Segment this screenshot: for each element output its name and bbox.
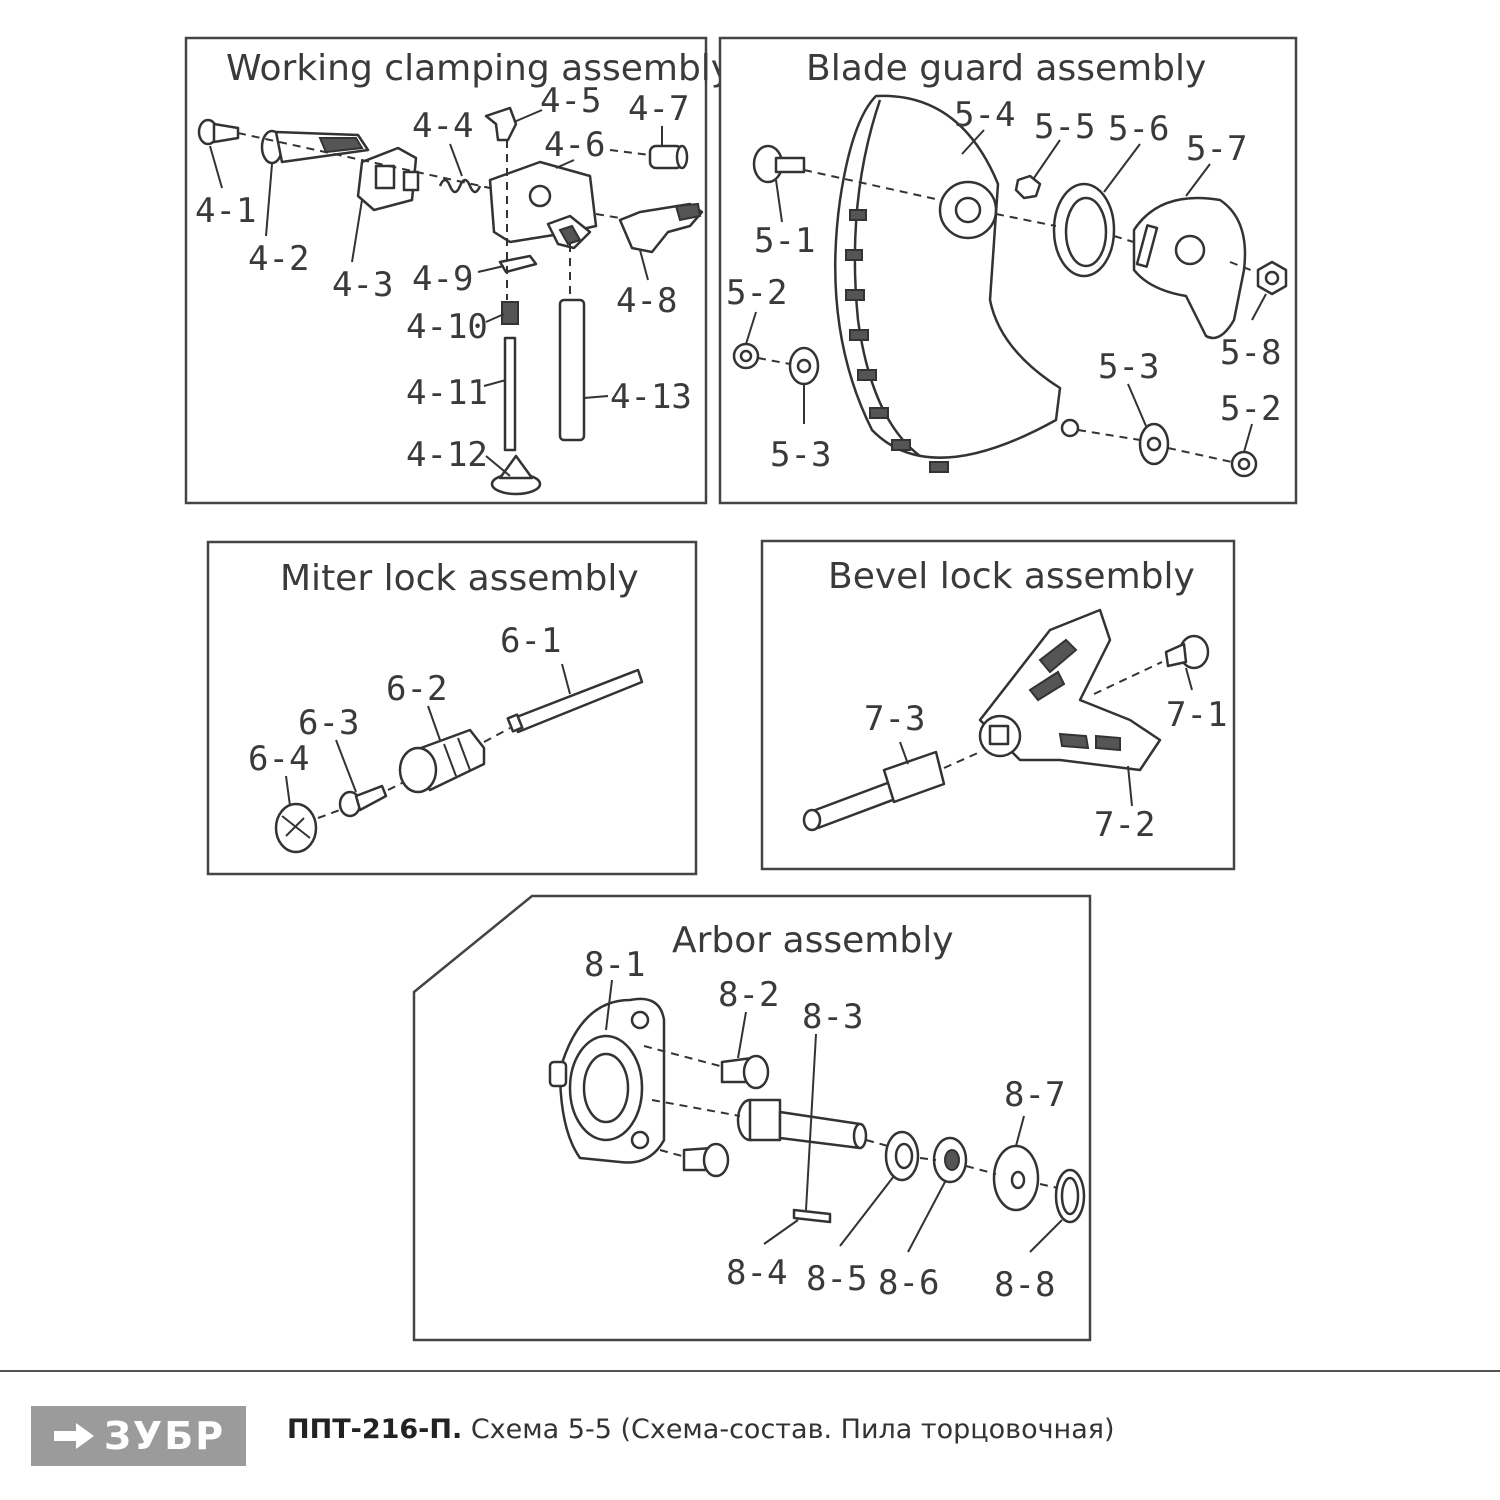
part-8-8-circlip bbox=[1054, 1168, 1086, 1224]
part-8-5-bearing bbox=[884, 1130, 920, 1182]
callout-4-7: 4-7 bbox=[628, 89, 689, 129]
part-6-4-cap bbox=[274, 802, 318, 854]
callout-8-8: 8-8 bbox=[994, 1265, 1055, 1305]
part-8-4-key bbox=[792, 1208, 832, 1224]
callout-6-1: 6-1 bbox=[500, 621, 561, 661]
callout-5-6: 5-6 bbox=[1108, 109, 1169, 149]
callout-5-2: 5-2 bbox=[726, 273, 787, 313]
callout-4-3: 4-3 bbox=[332, 265, 393, 305]
miter-lock-assembly-panel: Miter lock assembly 6-1 6-2 6-3 6-4 bbox=[206, 540, 698, 876]
callout-4-12: 4-12 bbox=[406, 435, 488, 475]
part-4-7-sleeve bbox=[648, 144, 689, 170]
part-8-7-flange bbox=[992, 1144, 1040, 1212]
part-8-6-nut bbox=[932, 1136, 968, 1184]
part-5-4-guard bbox=[834, 94, 1080, 473]
working-clamping-assembly-panel: Working clamping assembly bbox=[184, 36, 732, 505]
part-4-12-pad bbox=[490, 454, 542, 496]
part-5-1-bolt bbox=[752, 144, 806, 184]
panel-frame bbox=[184, 36, 708, 505]
callout-5-4: 5-4 bbox=[954, 95, 1015, 135]
part-4-8-handle bbox=[618, 202, 704, 254]
part-4-9-plate bbox=[498, 254, 538, 274]
callout-7-3: 7-3 bbox=[864, 699, 925, 739]
scheme-description: Схема 5-5 (Схема-состав. Пила торцовочна… bbox=[462, 1414, 1115, 1445]
arrow-right-icon bbox=[53, 1423, 94, 1449]
part-5-2-clip-right bbox=[1230, 450, 1258, 478]
callout-5-2b: 5-2 bbox=[1220, 389, 1281, 429]
callout-5-7: 5-7 bbox=[1186, 129, 1247, 169]
part-6-2-knob bbox=[398, 728, 486, 794]
callout-4-2: 4-2 bbox=[248, 239, 309, 279]
callout-4-5: 4-5 bbox=[540, 81, 601, 121]
callout-6-3: 6-3 bbox=[298, 703, 359, 743]
callout-7-2: 7-2 bbox=[1094, 805, 1155, 845]
callout-5-3b: 5-3 bbox=[1098, 347, 1159, 387]
callout-8-6: 8-6 bbox=[878, 1263, 939, 1303]
callout-8-4: 8-4 bbox=[726, 1253, 787, 1293]
brand-logo-text: ЗУБР bbox=[103, 1414, 226, 1458]
callout-4-11: 4-11 bbox=[406, 373, 488, 413]
part-5-5-nut bbox=[1014, 174, 1042, 200]
part-7-1-screw bbox=[1164, 634, 1210, 670]
callout-4-8: 4-8 bbox=[616, 281, 677, 321]
part-4-3-block bbox=[356, 146, 420, 212]
callout-4-4: 4-4 bbox=[412, 106, 473, 146]
callout-4-13: 4-13 bbox=[610, 377, 692, 417]
panel-title: Bevel lock assembly bbox=[828, 556, 1195, 597]
callout-4-10: 4-10 bbox=[406, 307, 488, 347]
part-5-6-spring bbox=[1052, 182, 1116, 278]
callout-4-1: 4-1 bbox=[195, 191, 256, 231]
blade-guard-assembly-panel: Blade guard assembly bbox=[718, 36, 1298, 505]
part-4-6-housing bbox=[488, 160, 598, 250]
part-5-3-washer-left bbox=[788, 346, 820, 386]
callout-8-3: 8-3 bbox=[802, 997, 863, 1037]
part-5-2-clip-left bbox=[732, 342, 760, 370]
footer-divider bbox=[0, 1370, 1500, 1372]
part-4-10-spring bbox=[501, 301, 519, 325]
part-6-1-rod bbox=[506, 668, 644, 734]
part-5-7-cover bbox=[1132, 196, 1247, 340]
bevel-lock-assembly-panel: Bevel lock assembly 7-1 7-2 7-3 bbox=[760, 539, 1236, 871]
part-8-2-screw-lower bbox=[682, 1142, 730, 1178]
panel-title: Arbor assembly bbox=[672, 920, 954, 961]
callout-8-2: 8-2 bbox=[718, 975, 779, 1015]
part-8-1-housing bbox=[548, 997, 666, 1164]
part-4-11-rod bbox=[503, 336, 517, 452]
part-5-8-nut bbox=[1256, 260, 1288, 296]
part-4-2-lever bbox=[260, 129, 370, 165]
part-8-2-screw-upper bbox=[720, 1054, 770, 1090]
callout-7-1: 7-1 bbox=[1166, 695, 1227, 735]
part-4-13-shaft bbox=[558, 298, 586, 442]
parts-diagram: Working clamping assembly bbox=[184, 36, 1298, 1342]
callout-5-3: 5-3 bbox=[770, 435, 831, 475]
panel-title: Working clamping assembly bbox=[226, 48, 732, 89]
part-6-3-screw bbox=[338, 784, 388, 818]
brand-logo: ЗУБР bbox=[31, 1406, 246, 1466]
part-5-3-washer-right bbox=[1138, 422, 1170, 466]
part-7-2-lever bbox=[978, 608, 1162, 772]
callout-6-4: 6-4 bbox=[248, 739, 309, 779]
callout-8-7: 8-7 bbox=[1004, 1075, 1065, 1115]
callout-4-6: 4-6 bbox=[544, 125, 605, 165]
callout-4-9: 4-9 bbox=[412, 259, 473, 299]
footer-caption: ППТ-216-П. Схема 5-5 (Схема-состав. Пила… bbox=[287, 1414, 1115, 1445]
callout-5-1: 5-1 bbox=[754, 221, 815, 261]
panel-title: Blade guard assembly bbox=[806, 48, 1206, 89]
part-8-3-shaft bbox=[736, 1098, 868, 1150]
callout-8-1: 8-1 bbox=[584, 945, 645, 985]
callout-5-5: 5-5 bbox=[1034, 107, 1095, 147]
part-4-4-spring bbox=[438, 178, 482, 194]
part-4-1-pin bbox=[197, 118, 240, 146]
model-number: ППТ-216-П. bbox=[287, 1414, 463, 1445]
part-7-3-shaft bbox=[802, 750, 946, 832]
callout-8-5: 8-5 bbox=[806, 1259, 867, 1299]
arbor-assembly-panel: Arbor assembly bbox=[412, 894, 1092, 1342]
panel-title: Miter lock assembly bbox=[280, 558, 639, 599]
callout-6-2: 6-2 bbox=[386, 669, 447, 709]
callout-5-8: 5-8 bbox=[1220, 333, 1281, 373]
